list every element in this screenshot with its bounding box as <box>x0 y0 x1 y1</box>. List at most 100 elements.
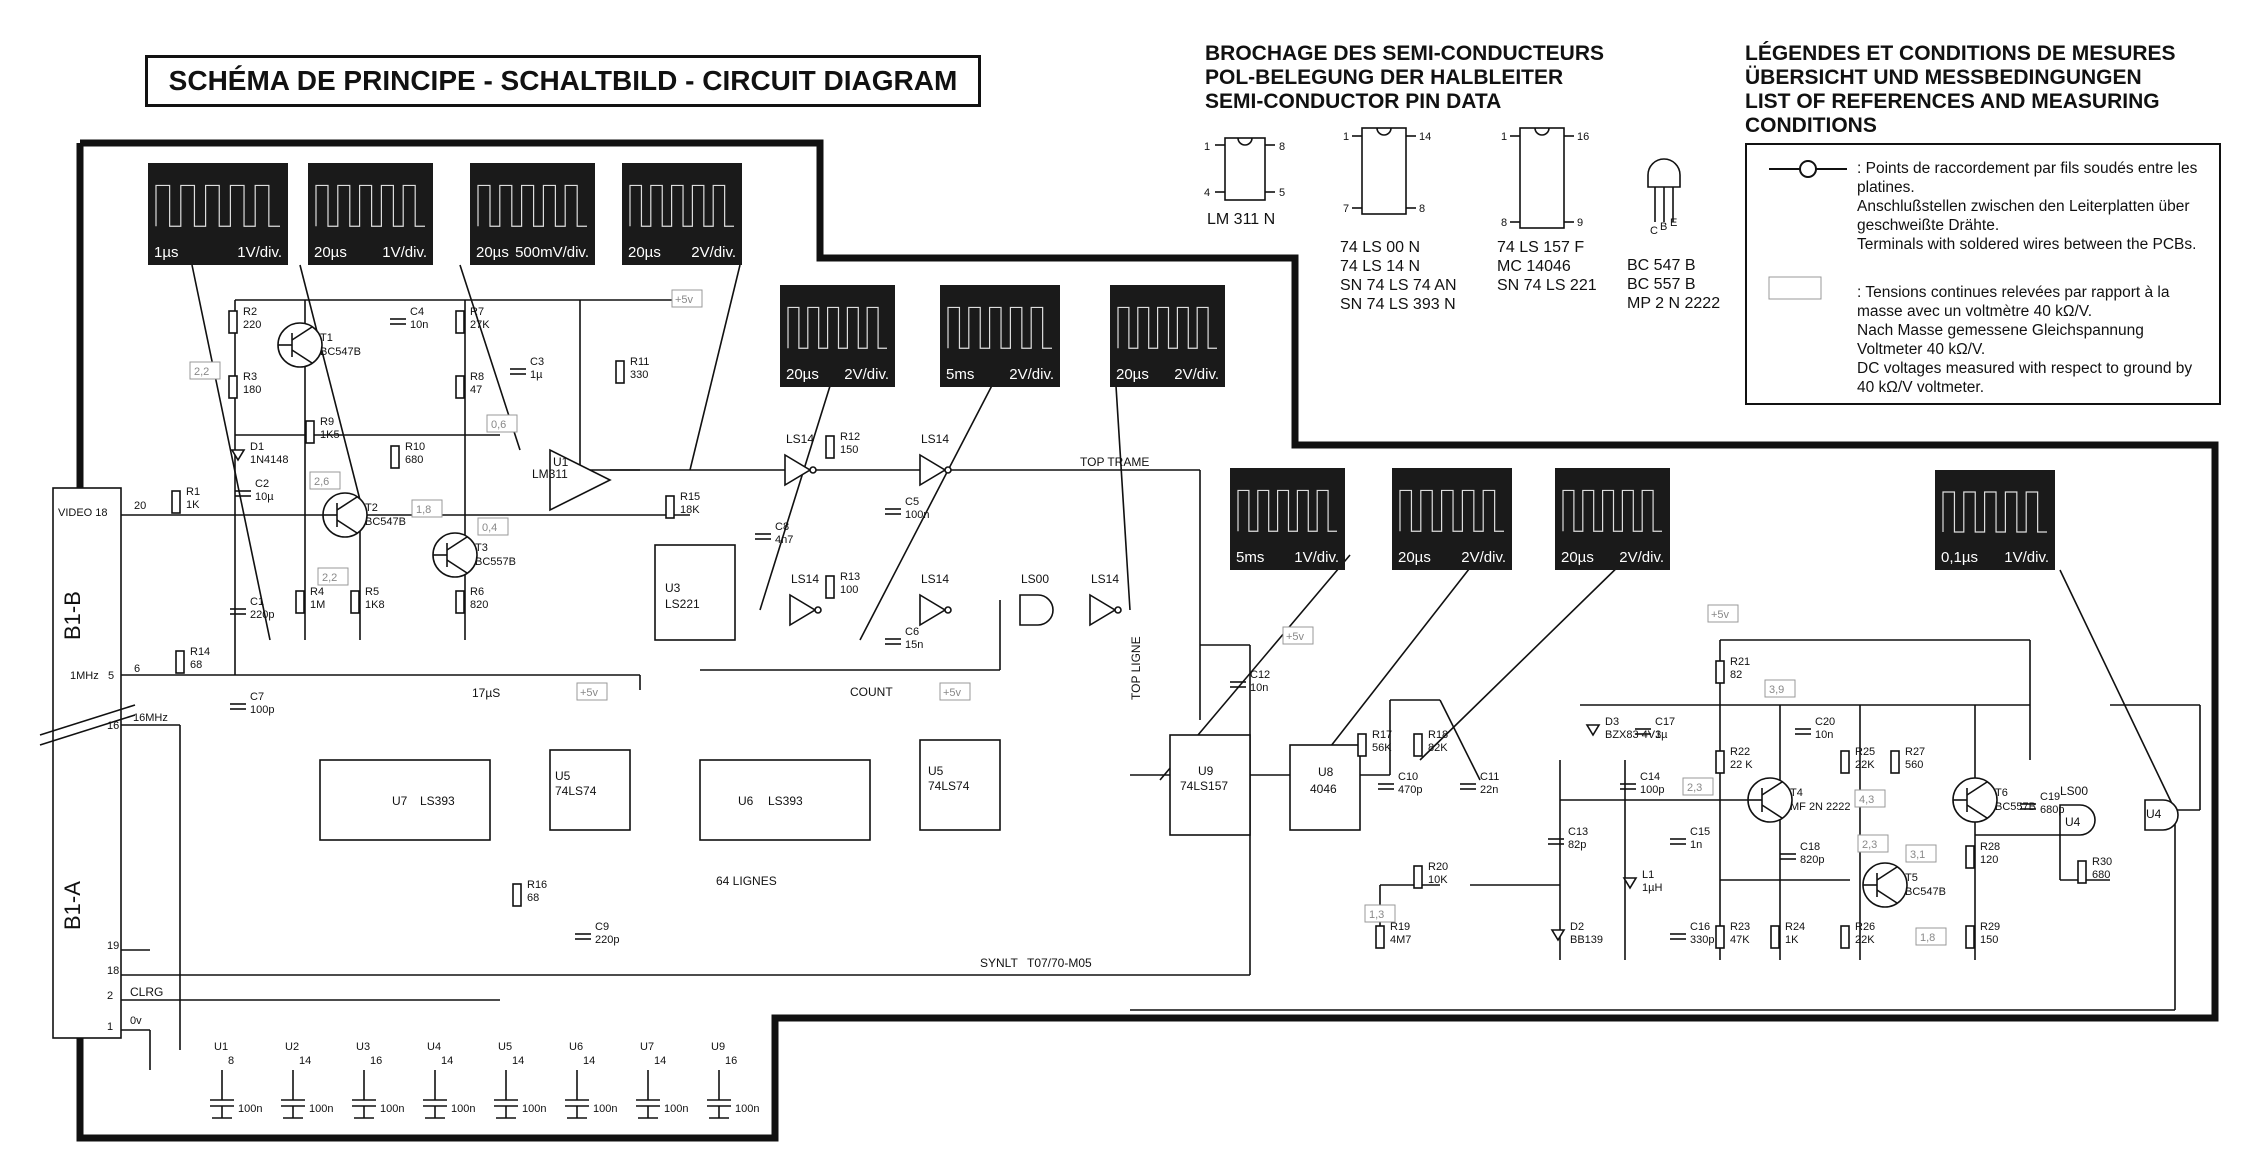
gates-ls14: LS14 LS14 LS14 LS14 LS14 LS00 U4 <box>784 432 2179 831</box>
transistor-ref: T6 <box>1995 787 2008 799</box>
transistor-ref: T4 <box>1790 787 1803 799</box>
ic-u5a: U5 74LS74 <box>549 749 631 831</box>
component-ref: R14 <box>190 646 210 658</box>
component-value: 22K <box>1855 934 1875 946</box>
component-ref: C3 <box>530 356 544 368</box>
waveform <box>629 184 734 227</box>
component-value: 27K <box>470 319 490 331</box>
svg-text:1,8: 1,8 <box>1920 932 1935 944</box>
supply-mark: +5v <box>1282 626 1314 645</box>
svg-text:1: 1 <box>1204 141 1210 153</box>
diagram-title: SCHÉMA DE PRINCIPE - SCHALTBILD - CIRCUI… <box>145 55 981 107</box>
legend-heading-en-2: CONDITIONS <box>1745 114 1877 137</box>
component-ref: R9 <box>320 416 334 428</box>
component-value: 1M <box>310 599 325 611</box>
svg-text:14: 14 <box>654 1055 666 1067</box>
svg-text:+5v: +5v <box>943 687 962 699</box>
svg-text:0,6: 0,6 <box>491 419 506 431</box>
svg-text:B: B <box>1660 221 1667 233</box>
legend-symbols <box>1768 160 1847 300</box>
scope-time: 20µs <box>476 244 509 261</box>
svg-text:U4: U4 <box>427 1041 441 1053</box>
svg-text:100n: 100n <box>735 1103 759 1115</box>
supply-mark: +5v <box>939 682 971 701</box>
pin-heading-de: POL-BELEGUNG DER HALBLEITER <box>1205 66 1564 89</box>
pkg8-label: LM 311 N <box>1207 211 1276 228</box>
terminal-icon <box>1799 160 1817 178</box>
component-ref: C5 <box>905 496 919 508</box>
waveform <box>1942 491 2047 533</box>
svg-text:TOP TRAME: TOP TRAME <box>1080 455 1149 469</box>
component-ref: R24 <box>1785 921 1805 933</box>
component-ref: R10 <box>405 441 425 453</box>
transistor-ref: T3 <box>475 542 488 554</box>
component-value: 680 <box>2092 869 2110 881</box>
component-ref: R12 <box>840 431 860 443</box>
signal-labels: TOP TRAME TOP LIGNE COUNT 64 LIGNES SYNL… <box>130 455 1149 999</box>
svg-text:LS00: LS00 <box>1021 572 1049 586</box>
svg-text:1: 1 <box>1343 131 1349 143</box>
component-ref: C15 <box>1690 826 1710 838</box>
svg-text:LS393: LS393 <box>768 794 803 808</box>
svg-text:16: 16 <box>725 1055 737 1067</box>
supply-mark: +5v <box>576 682 608 701</box>
waveform <box>1237 489 1337 532</box>
svg-text:+5v: +5v <box>675 294 694 306</box>
component-ref: R25 <box>1855 746 1875 758</box>
svg-text:100n: 100n <box>593 1103 617 1115</box>
voltage-mark: 2,2 <box>189 361 221 380</box>
component-value: 22K <box>1855 759 1875 771</box>
svg-text:U7: U7 <box>640 1041 654 1053</box>
svg-text:18: 18 <box>107 965 119 977</box>
svg-text:100n: 100n <box>664 1103 688 1115</box>
scope-volts: 2V/div. <box>1009 366 1054 383</box>
scope-volts: 2V/div. <box>1619 549 1664 566</box>
scope-time: 20µs <box>314 244 347 261</box>
svg-text:CLRG: CLRG <box>130 985 163 999</box>
svg-text:100n: 100n <box>238 1103 262 1115</box>
scope-volts: 2V/div. <box>844 366 889 383</box>
component-ref: R29 <box>1980 921 2000 933</box>
svg-text:LS14: LS14 <box>791 572 819 586</box>
component-value: 15n <box>905 639 923 651</box>
component-value: 1µ <box>530 369 543 381</box>
component-value: 680p <box>2040 804 2064 816</box>
scope-time: 20µs <box>1398 549 1431 566</box>
component-ref: R26 <box>1855 921 1875 933</box>
svg-text:B1-A: B1-A <box>60 881 85 930</box>
scope-volts: 500mV/div. <box>515 244 589 261</box>
scope-volts: 1V/div. <box>1294 549 1339 566</box>
component-ref: C8 <box>775 521 789 533</box>
svg-text:100n: 100n <box>309 1103 333 1115</box>
svg-text:U1: U1 <box>553 455 569 469</box>
svg-text:2,6: 2,6 <box>314 476 329 488</box>
component-value: 1µ <box>1655 729 1668 741</box>
scope-time: 20µs <box>1561 549 1594 566</box>
component-value: 1K5 <box>320 429 340 441</box>
transistor-ref: T1 <box>320 332 333 344</box>
component-value: 180 <box>243 384 261 396</box>
legend-box: : Points de raccordement par fils soudés… <box>1745 143 2221 405</box>
component-ref: D3 <box>1605 716 1619 728</box>
waveform <box>947 306 1052 349</box>
svg-text:16: 16 <box>1577 131 1589 143</box>
legend-terminals-text: : Points de raccordement par fils soudés… <box>1857 160 2198 253</box>
